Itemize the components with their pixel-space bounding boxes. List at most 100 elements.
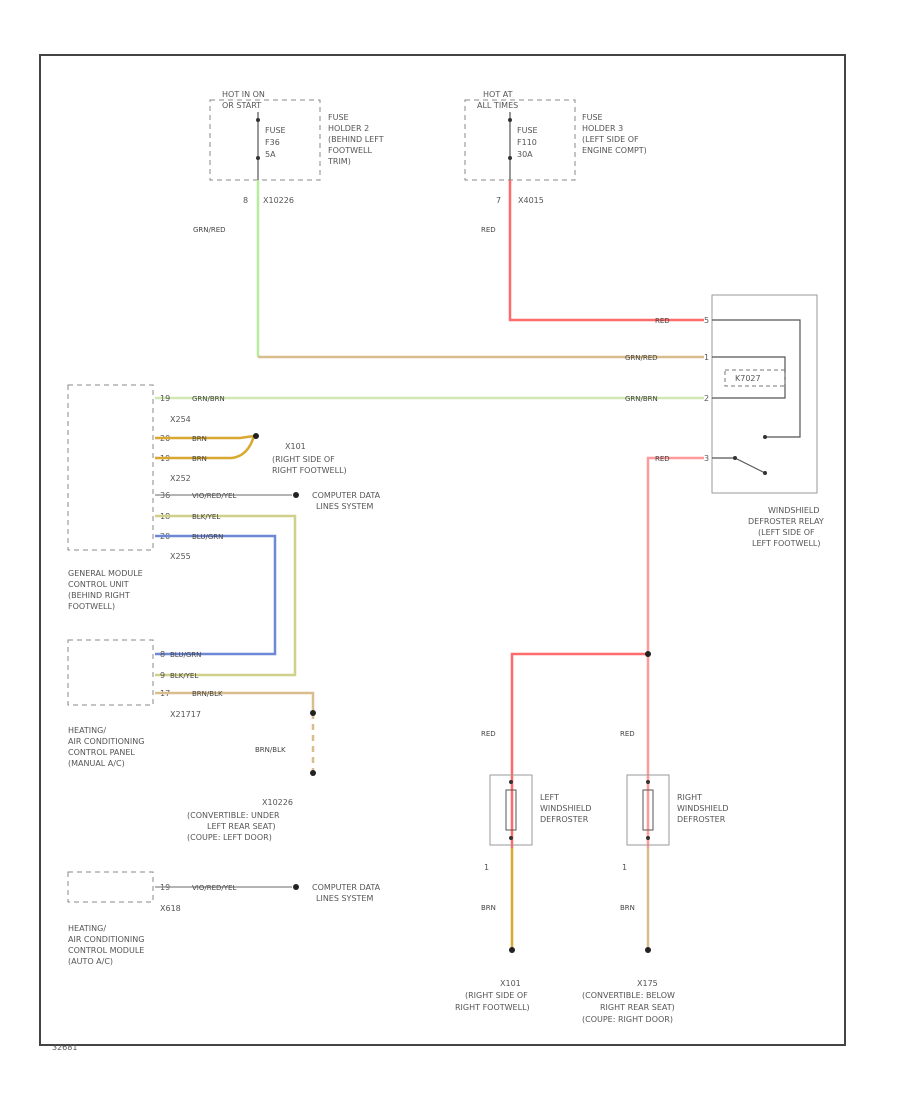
wire-label-blu-grn-2: BLU/GRN	[170, 651, 201, 659]
right-def-label-3: DEFROSTER	[677, 815, 726, 824]
wire-blu-grn	[155, 534, 277, 656]
relay-pin-1: 1	[704, 353, 709, 362]
ground3-id: X101	[500, 979, 521, 988]
relay-contact-line	[712, 319, 801, 438]
wire-label-brn-3: BRN	[481, 904, 496, 912]
fuse-holder-3: HOT AT ALL TIMES FUSE F110 30A FUSE HOLD…	[464, 90, 647, 205]
hvac-manual-conn: X21717	[170, 710, 201, 719]
wire-blk-yel	[155, 514, 297, 677]
fuse2-pin: 7	[496, 196, 501, 205]
fuse1-box	[209, 99, 321, 181]
fuse2-hot-2: ALL TIMES	[477, 101, 518, 110]
right-def-box	[626, 774, 670, 846]
gm-label-3: (BEHIND RIGHT	[68, 591, 130, 600]
ground4-dot	[645, 947, 651, 953]
wire-label-vio-2: VIO/RED/YEL	[192, 884, 236, 892]
hvac-manual-pin-1: 8	[160, 650, 165, 659]
relay-label-4: LEFT FOOTWELL)	[752, 539, 820, 548]
ground2-id: X10226	[262, 798, 293, 807]
ground2-dot	[310, 770, 316, 776]
cds1-label-2: LINES SYSTEM	[316, 502, 373, 511]
ground1-label-1: (RIGHT SIDE OF	[272, 455, 335, 464]
fuse1-hot-2: OR START	[222, 101, 261, 110]
wire-label-brn-2: BRN	[192, 455, 207, 463]
relay-pin-3: 3	[704, 454, 709, 463]
wire-label-blk-yel-1: BLK/YEL	[192, 513, 220, 521]
diagram-frame	[39, 54, 846, 1046]
fuse1-dot	[256, 156, 260, 160]
hvac-manual-box	[67, 639, 154, 706]
wire-label-blu-grn-1: BLU/GRN	[192, 533, 223, 541]
windshield-defroster-relay: 5 1 2 3 K7027 WINDSHIELD DEFROSTER RELAY…	[704, 294, 824, 548]
relay-switch-arm	[734, 457, 766, 474]
fuse1-loc-1: FUSE	[328, 113, 349, 122]
hvac-auto-label-3: CONTROL MODULE	[68, 946, 144, 955]
relay-coil-line-2	[712, 378, 786, 399]
hvac-auto-label-1: HEATING/	[68, 924, 106, 933]
fuse2-hot-1: HOT AT	[483, 90, 513, 99]
fuse1-hot-1: HOT IN ON	[222, 90, 265, 99]
gm-conn-2: X252	[170, 474, 191, 483]
fuse2-dot	[508, 156, 512, 160]
fuse2-loc-2: HOLDER 3	[582, 124, 623, 133]
right-windshield-defroster: RIGHT WINDSHIELD DEFROSTER 1	[622, 774, 729, 872]
wire-label-red-4: RED	[481, 730, 496, 738]
wire-label-red-2: RED	[655, 317, 670, 325]
ground1-id: X101	[285, 442, 306, 451]
ground4-label-1: (CONVERTIBLE: BELOW	[582, 991, 675, 1000]
fuse-holder-2: HOT IN ON OR START FUSE F36 5A FUSE HOLD…	[209, 90, 384, 205]
ground2-label-1: (CONVERTIBLE: UNDER	[187, 811, 280, 820]
wire-red-fuse2	[508, 180, 704, 322]
relay-contact-dot	[763, 435, 767, 439]
fuse1-fuse-1: FUSE	[265, 126, 286, 135]
fuse1-loc-4: FOOTWELL	[328, 146, 373, 155]
ground2-label-3: (COUPE: LEFT DOOR)	[187, 833, 272, 842]
wire-label-brn-blk-2: BRN/BLK	[255, 746, 286, 754]
fuse2-conn: X4015	[518, 196, 544, 205]
relay-switch-dot	[763, 471, 767, 475]
hvac-auto-label-2: AIR CONDITIONING	[68, 935, 144, 944]
wire-label-brn-1: BRN	[192, 435, 207, 443]
relay-label-2: DEFROSTER RELAY	[748, 517, 824, 526]
left-def-dot	[509, 780, 513, 784]
left-def-element	[505, 789, 517, 831]
left-def-box	[489, 774, 533, 846]
gm-label-2: CONTROL UNIT	[68, 580, 129, 589]
wire-label-grn-red-2: GRN/RED	[625, 354, 658, 362]
ground2-label-2: LEFT REAR SEAT)	[207, 822, 276, 831]
gm-label-4: FOOTWELL)	[68, 602, 115, 611]
wire-label-grn-brn-1: GRN/BRN	[192, 395, 225, 403]
wire-brn-blk	[155, 691, 315, 713]
ground1-dot	[253, 433, 259, 439]
wire-label-red-3: RED	[655, 455, 670, 463]
diagram-id: 32681	[52, 1043, 77, 1052]
wire-label-red-1: RED	[481, 226, 496, 234]
hvac-manual-label-1: HEATING/	[68, 726, 106, 735]
right-def-pin: 1	[622, 863, 627, 872]
right-def-element	[642, 789, 654, 831]
fuse2-loc-4: ENGINE COMPT)	[582, 146, 647, 155]
hvac-control-panel-manual: 8 9 17 X21717 HEATING/ AIR CONDITIONING …	[67, 639, 201, 768]
ground4-label-3: (COUPE: RIGHT DOOR)	[582, 1015, 673, 1024]
fuse1-dot	[256, 118, 260, 122]
fuse1-loc-2: HOLDER 2	[328, 124, 369, 133]
hvac-control-module-auto: 19 X618 HEATING/ AIR CONDITIONING CONTRO…	[67, 871, 181, 966]
relay-coil-line-1	[712, 356, 786, 378]
left-def-label-2: WINDSHIELD	[540, 804, 592, 813]
left-def-label-3: DEFROSTER	[540, 815, 589, 824]
hvac-auto-label-4: (AUTO A/C)	[68, 957, 113, 966]
wire-red-relay-out	[646, 456, 704, 848]
general-module-control-unit: 19 X254 20 19 X252 36 18 20 X255 GENERAL…	[67, 384, 191, 611]
ground3-dot	[509, 947, 515, 953]
relay-box	[711, 294, 818, 494]
fuse2-loc-3: (LEFT SIDE OF	[582, 135, 639, 144]
wire-brn-gm-1	[155, 434, 255, 440]
relay-pin-5: 5	[704, 316, 709, 325]
fuse1-loc-3: (BEHIND LEFT	[328, 135, 384, 144]
hvac-manual-label-3: CONTROL PANEL	[68, 748, 135, 757]
fuse2-fuse-1: FUSE	[517, 126, 538, 135]
relay-label-1: WINDSHIELD	[768, 506, 820, 515]
fuse2-loc-1: FUSE	[582, 113, 603, 122]
fuse1-fuse-3: 5A	[265, 150, 276, 159]
wire-label-vio: VIO/RED/YEL	[192, 492, 236, 500]
